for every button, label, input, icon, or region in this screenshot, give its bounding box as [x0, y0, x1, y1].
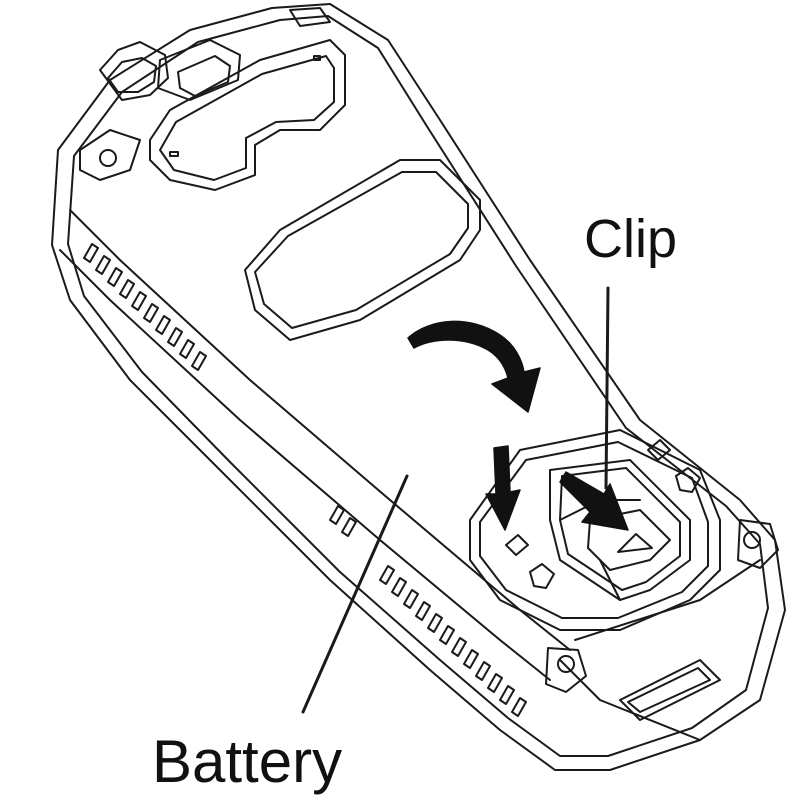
clip-label: Clip: [584, 209, 678, 269]
slide-arrow-icon: [559, 471, 629, 531]
down-arrow-icon: [485, 445, 521, 531]
battery-clip: [549, 459, 691, 601]
battery-label: Battery: [152, 728, 343, 795]
upper-plate: [149, 39, 346, 191]
vent-grille-left: [83, 243, 207, 371]
device-body: [51, 3, 786, 771]
battery-region: [469, 429, 779, 721]
clip-leader-line: [604, 286, 610, 490]
battery-leader-line: [301, 474, 409, 714]
rotate-arrow-icon: [407, 320, 541, 413]
vent-grille-bottom: [329, 505, 527, 717]
mid-panel: [244, 159, 481, 341]
top-knob-area: [79, 7, 331, 181]
